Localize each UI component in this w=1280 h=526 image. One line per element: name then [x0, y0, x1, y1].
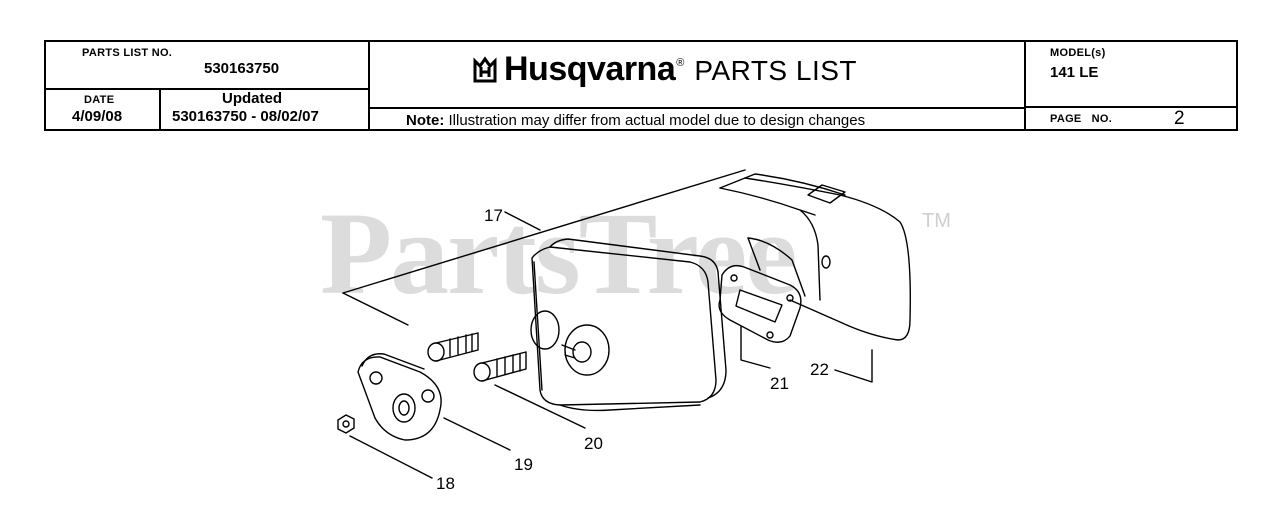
model-label: MODEL(s): [1050, 47, 1106, 59]
assembly-line-top: [342, 169, 746, 294]
registered-mark: ®: [676, 57, 685, 69]
note-text: Note: Illustration may differ from actua…: [406, 112, 866, 129]
muffler-body: [530, 238, 727, 412]
brand-title: Husqvarna ® PARTS LIST: [470, 50, 857, 89]
trademark-mark: TM: [922, 210, 951, 232]
updated-value: 530163750 - 08/02/07: [172, 108, 319, 125]
callout-20: 20: [584, 434, 603, 453]
retaining-plate-19: [357, 353, 511, 451]
brand-logo: Husqvarna: [504, 50, 676, 88]
updated-label: Updated: [222, 90, 282, 107]
page-no-label: PAGE NO.: [1050, 113, 1113, 125]
husqvarna-crown-icon: [473, 55, 497, 82]
callout-17: 17: [484, 206, 503, 225]
bolt-lower-20: [473, 351, 586, 429]
partstree-watermark: PartsTree: [320, 188, 798, 319]
model-value: 141 LE: [1050, 64, 1099, 81]
callout-19: 19: [514, 455, 533, 474]
date-label: DATE: [84, 94, 115, 106]
assembly-line-left: [342, 292, 409, 326]
page-title: PARTS LIST: [694, 55, 858, 86]
date-value: 4/09/08: [72, 108, 123, 125]
nut-18: [337, 414, 433, 479]
gasket-21: [718, 264, 802, 343]
bolt-upper: [427, 332, 479, 362]
callout-18: 18: [436, 474, 455, 493]
page-no-value: 2: [1174, 108, 1185, 129]
callout-21: 21: [770, 374, 789, 393]
muffler-cover-22: [719, 173, 911, 341]
parts-list-no-label: PARTS LIST NO.: [82, 47, 173, 59]
parts-list-no-value: 530163750: [204, 60, 280, 77]
callout-22: 22: [810, 360, 829, 379]
leader-17: [504, 211, 541, 231]
title-cell: Husqvarna ® PARTS LIST: [368, 42, 1024, 106]
parts-list-header: PARTS LIST NO. 530163750 DATE 4/09/08 Up…: [44, 40, 1238, 131]
